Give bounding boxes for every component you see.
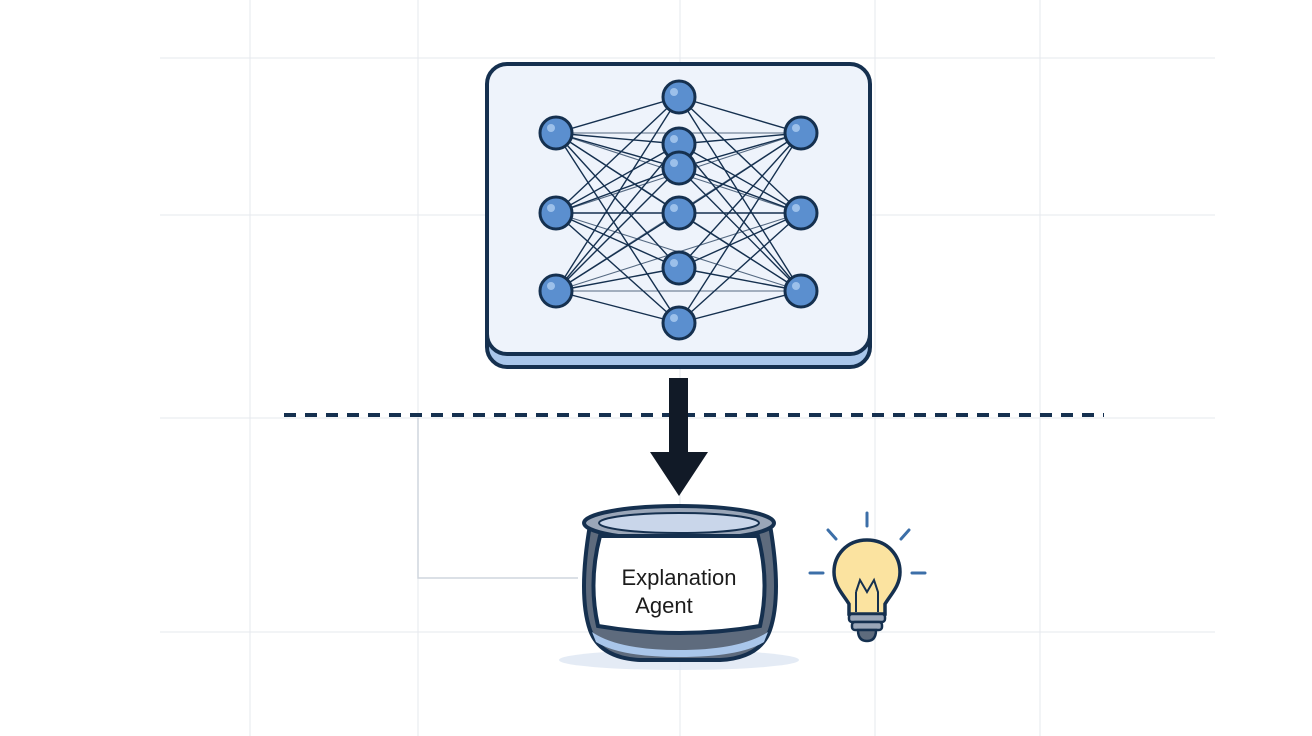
network-edge: [678, 167, 802, 214]
network-edge: [678, 143, 802, 292]
network-edge: [555, 96, 680, 134]
neural-network-icon: [538, 79, 819, 341]
network-node-highlight: [547, 282, 555, 290]
network-edge: [678, 132, 802, 169]
network-node: [783, 115, 819, 151]
network-node: [783, 273, 819, 309]
network-edge: [678, 267, 802, 292]
network-node-highlight: [547, 124, 555, 132]
network-node: [661, 79, 697, 115]
network-edge: [555, 267, 680, 292]
network-node: [661, 195, 697, 231]
network-edge: [678, 96, 802, 134]
network-edge: [678, 212, 802, 324]
network-node: [783, 195, 819, 231]
network-node: [661, 150, 697, 186]
network-edges: [555, 96, 802, 324]
network-node: [661, 250, 697, 286]
agent-label-line1: Explanation: [622, 565, 737, 590]
network-edge: [555, 132, 680, 169]
network-node-highlight: [670, 204, 678, 212]
bulb-rays: [808, 511, 927, 575]
container-icon: Explanation Agent: [559, 504, 799, 670]
network-node-highlight: [792, 124, 800, 132]
network-node-highlight: [792, 282, 800, 290]
network-edge: [555, 212, 680, 324]
network-edge: [555, 290, 680, 324]
network-edge: [555, 167, 680, 214]
network-edge: [678, 290, 802, 324]
network-edge: [555, 143, 680, 292]
network-edge: [678, 132, 802, 145]
agent-label-line2: Agent: [635, 593, 693, 618]
network-node-highlight: [670, 159, 678, 167]
network-edge: [555, 96, 680, 292]
network-node-highlight: [547, 204, 555, 212]
network-edge: [555, 167, 680, 292]
network-edge: [678, 143, 802, 214]
neural-network-panel: [485, 62, 872, 369]
network-node-highlight: [670, 314, 678, 322]
arrow-down-icon: [650, 378, 708, 496]
network-node-highlight: [670, 88, 678, 96]
network-node-highlight: [670, 259, 678, 267]
network-edge: [555, 132, 680, 145]
network-node: [538, 273, 574, 309]
connector-line: [417, 418, 578, 579]
network-edge: [555, 96, 680, 214]
network-node: [538, 195, 574, 231]
network-node-highlight: [792, 204, 800, 212]
network-node-highlight: [670, 135, 678, 143]
network-edge: [555, 143, 680, 214]
network-node: [538, 115, 574, 151]
network-edge: [678, 167, 802, 292]
network-node: [661, 305, 697, 341]
network-edge: [678, 96, 802, 292]
network-edge: [678, 96, 802, 214]
lightbulb-icon: [808, 511, 927, 643]
